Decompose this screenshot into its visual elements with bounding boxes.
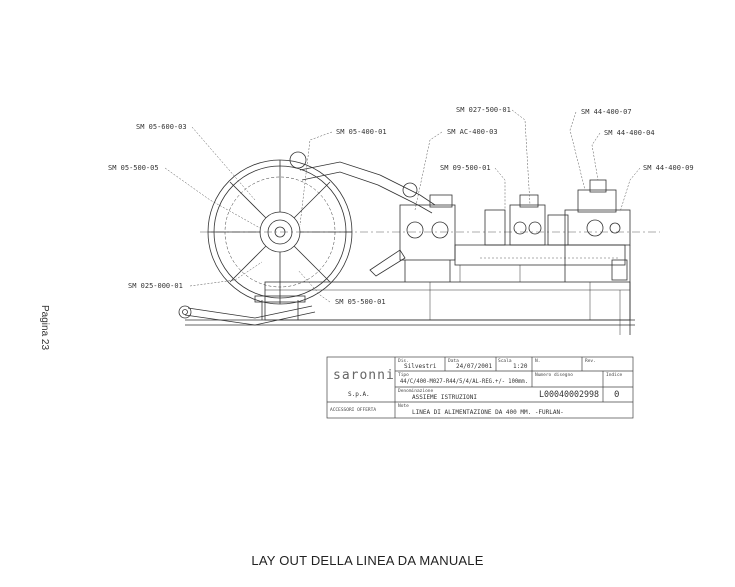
rev-label: Rev. [585, 358, 596, 364]
callout-sm-05-500-01: SM 05-500-01 [335, 298, 386, 306]
tipo-label: Tipo [398, 372, 409, 378]
denominazione-value: ASSIEME ISTRUZIONI [412, 394, 477, 401]
title-block: saronni S.p.A. ACCESSORI OFFERTA Dis. Si… [326, 356, 634, 419]
data-label: Data [448, 358, 459, 364]
tipo-value: 44/C/400-M027-R44/5/4/AL-REG.+/- 100mm. [400, 378, 528, 385]
callout-sm-05-500-05: SM 05-500-05 [108, 164, 159, 172]
numero-label: Numero disegno [535, 372, 573, 378]
indice-label: Indice [606, 372, 623, 378]
note-value: LINEA DI ALIMENTAZIONE DA 400 MM. -FURLA… [412, 409, 564, 416]
brand-sub: S.p.A. [348, 391, 370, 398]
callout-sm-05-400-01: SM 05-400-01 [336, 128, 387, 136]
callout-sm-027-500-01: SM 027-500-01 [456, 106, 511, 114]
scale-value: 1:20 [513, 363, 528, 370]
n-label: N. [535, 358, 540, 364]
denominazione-label: Denominazione [398, 388, 434, 394]
leader-lines [164, 109, 641, 303]
note-label: Note [398, 403, 409, 409]
brand-name: saronni [333, 368, 395, 383]
data-value: 24/07/2001 [456, 363, 493, 370]
callout-sm-ac-400-03: SM AC-400-03 [447, 128, 498, 136]
callout-sm-09-500-01: SM 09-500-01 [440, 164, 491, 172]
callout-sm-44-400-07: SM 44-400-07 [581, 108, 632, 116]
layout-caption: LAY OUT DELLA LINEA DA MANUALE [251, 553, 484, 568]
callout-sm-025-000-01: SM 025-000-01 [128, 282, 183, 290]
numero-value: L00040002998 [539, 390, 599, 400]
brand-note: ACCESSORI OFFERTA [330, 407, 376, 413]
dis-label: Dis. [398, 358, 409, 364]
callout-labels: SM 05-600-03 SM 05-400-01 SM AC-400-03 S… [108, 106, 694, 306]
scale-label: Scala [498, 358, 512, 364]
indice-value: 0 [614, 390, 619, 400]
dis-value: Silvestri [404, 363, 437, 370]
callout-sm-44-400-09: SM 44-400-09 [643, 164, 694, 172]
machine-line-drawing [178, 151, 660, 335]
callout-sm-05-600-03: SM 05-600-03 [136, 123, 187, 131]
callout-sm-44-400-04: SM 44-400-04 [604, 129, 655, 137]
page-number-label: Pagina 23 [39, 305, 50, 351]
